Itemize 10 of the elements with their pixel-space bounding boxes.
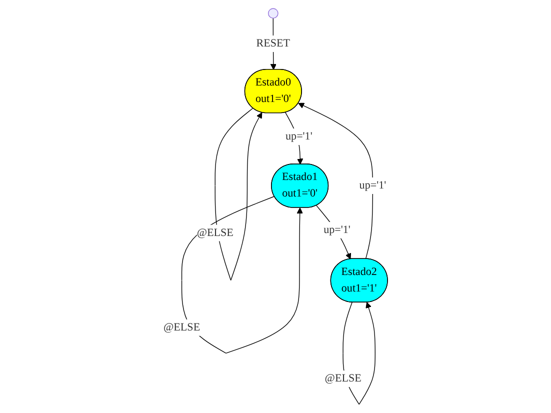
edge-label: up='1' (286, 130, 312, 142)
edge-label: up='1' (359, 179, 386, 192)
edge-label: @ELSE (324, 372, 362, 384)
arrow (316, 205, 352, 260)
arrow (298, 102, 374, 260)
edge-label: up='1' (324, 224, 350, 236)
edge-label: RESET (256, 38, 290, 50)
edge-label: @ELSE (163, 321, 200, 334)
node-circle (268, 8, 278, 19)
edge-label: @ELSE (196, 226, 234, 239)
